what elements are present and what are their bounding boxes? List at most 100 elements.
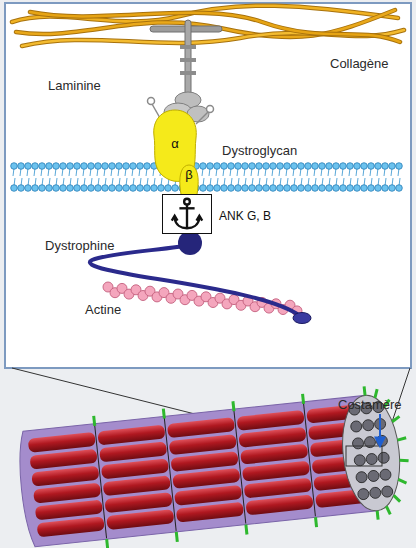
node-label: β [178, 167, 200, 182]
lipid-head [354, 185, 361, 192]
costamere-mark [400, 459, 409, 461]
lipid-head [256, 163, 263, 170]
lipid-head [60, 163, 67, 170]
myofibril-segment [28, 432, 96, 453]
node-label: ANK G, B [219, 209, 271, 223]
glycan-stem [196, 112, 208, 124]
myofibril-segment [33, 483, 101, 504]
zoom-panel [5, 3, 411, 368]
fibril-section [362, 419, 374, 431]
lipid-head [347, 163, 354, 170]
muscle-fiber [15, 383, 415, 548]
lipid-head [18, 163, 25, 170]
lipid-head [109, 163, 116, 170]
lipid-head [298, 163, 305, 170]
costamere-mark [303, 394, 304, 404]
anchor-stock [179, 207, 194, 209]
costamere-mark [394, 495, 400, 502]
costamere-mark [392, 416, 400, 421]
costamere-mark [363, 386, 367, 395]
z-line [164, 417, 176, 530]
costamere-mark [176, 532, 177, 542]
lipid-head [95, 185, 102, 192]
lipid-head [284, 185, 291, 192]
lipid-head [11, 185, 18, 192]
myofibril-segment [101, 458, 169, 479]
dystrophin-end [293, 313, 311, 324]
anchor-symbol [163, 195, 211, 233]
lipid-head [270, 185, 277, 192]
lipid-head [375, 163, 382, 170]
myofibril-segment [35, 500, 103, 521]
myofibril-segment [104, 492, 172, 513]
z-line [95, 425, 107, 538]
lipid-head [375, 185, 382, 192]
lipid-head [116, 185, 123, 192]
myofibril-segment [245, 494, 313, 515]
lipid-head [39, 185, 46, 192]
lipid-head [88, 185, 95, 192]
fibril-section [366, 453, 378, 465]
fibril-section [379, 469, 391, 481]
lipid-head [214, 185, 221, 192]
lipid-head [46, 163, 53, 170]
lipid-head [74, 185, 81, 192]
lipid-head [207, 185, 214, 192]
lipid-head [81, 185, 88, 192]
myofibril-segment [172, 468, 240, 489]
lipid-head [67, 185, 74, 192]
lipid-head [277, 185, 284, 192]
lipid-head [242, 185, 249, 192]
lipid-head [200, 185, 207, 192]
lipid-head [277, 163, 284, 170]
lipid-head [326, 163, 333, 170]
myofibril-segment [97, 425, 165, 446]
lipid-head [123, 163, 130, 170]
myofibril-segment [174, 485, 242, 506]
costamere-mark [233, 401, 234, 411]
myofibril-segment [238, 427, 306, 448]
lipid-head [270, 163, 277, 170]
node-label: α [150, 136, 200, 151]
lipid-head [354, 163, 361, 170]
lipid-head [165, 185, 172, 192]
lipid-head [256, 185, 263, 192]
lipid-head [228, 185, 235, 192]
z-line [234, 410, 246, 523]
lipid-head [312, 163, 319, 170]
sarcolemma [15, 395, 377, 547]
lipid-head [340, 163, 347, 170]
lipid-head [81, 163, 88, 170]
lipid-head [144, 185, 151, 192]
anchor-ring [184, 199, 190, 205]
glycan-stem [152, 104, 160, 118]
lipid-head [284, 163, 291, 170]
myofibril-segment [106, 509, 174, 530]
fibril-section [354, 454, 366, 466]
lipid-head [333, 163, 340, 170]
dystrophin-head [178, 231, 202, 255]
myofibril-segment [176, 502, 244, 523]
anchor-flukes [172, 216, 202, 221]
lipid-head [319, 163, 326, 170]
myofibril-segment [169, 434, 237, 455]
lipid-head [361, 163, 368, 170]
lipid-head [32, 185, 39, 192]
costamere-mark [94, 416, 95, 426]
lipid-head [144, 163, 151, 170]
fiber-end [337, 392, 405, 513]
fibril-section [369, 487, 381, 499]
lipid-head [228, 163, 235, 170]
myofibril-segment [31, 466, 99, 487]
costamere-mark [316, 517, 317, 527]
lipid-head [319, 185, 326, 192]
fibril-section [376, 435, 388, 447]
lipid-head [305, 163, 312, 170]
costamere-mark [397, 438, 406, 440]
lipid-head [326, 185, 333, 192]
lipid-head [32, 163, 39, 170]
fibril-section [350, 420, 362, 432]
lipid-head [53, 185, 60, 192]
lipid-head [102, 163, 109, 170]
